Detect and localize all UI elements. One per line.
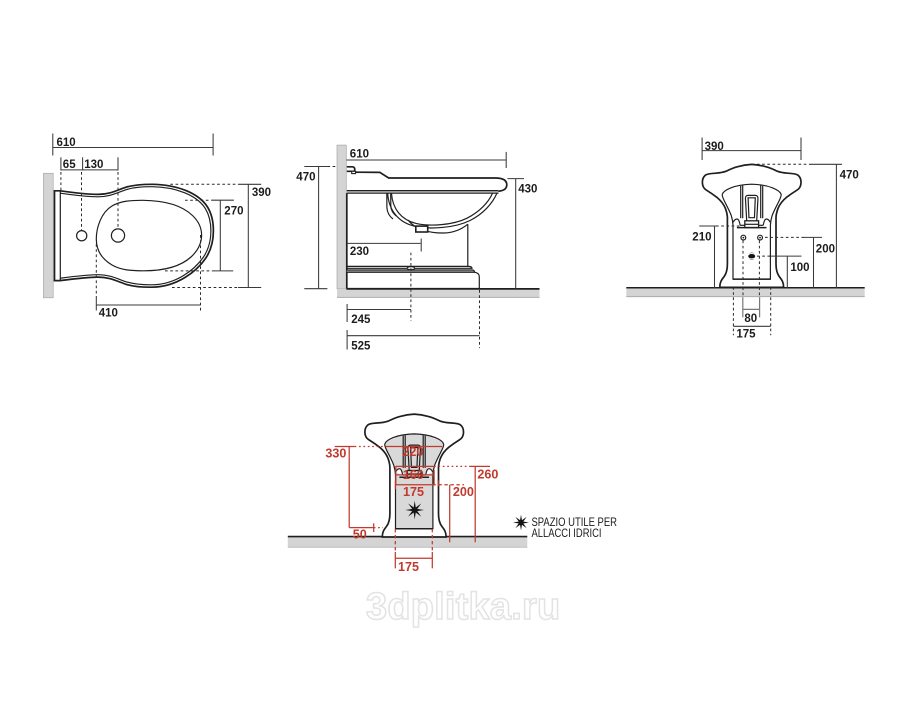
svg-text:230: 230 <box>350 246 369 258</box>
svg-text:470: 470 <box>840 170 859 182</box>
svg-text:220: 220 <box>402 445 423 459</box>
svg-text:610: 610 <box>350 148 369 160</box>
svg-text:270: 270 <box>224 205 243 217</box>
svg-text:330: 330 <box>325 447 346 461</box>
svg-text:160: 160 <box>403 468 424 482</box>
svg-text:200: 200 <box>453 485 474 499</box>
svg-text:470: 470 <box>296 171 315 183</box>
svg-text:ALLACCI IDRICI: ALLACCI IDRICI <box>532 526 602 540</box>
svg-text:65: 65 <box>63 159 76 171</box>
svg-text:SPAZIO UTILE PER: SPAZIO UTILE PER <box>532 515 618 529</box>
svg-text:260: 260 <box>477 468 498 482</box>
svg-text:80: 80 <box>744 313 757 325</box>
svg-text:525: 525 <box>351 341 371 353</box>
svg-text:50: 50 <box>353 527 367 541</box>
svg-text:175: 175 <box>403 485 424 499</box>
svg-text:130: 130 <box>84 159 103 171</box>
svg-text:390: 390 <box>252 187 271 199</box>
svg-text:430: 430 <box>518 183 537 195</box>
svg-text:100: 100 <box>790 262 809 274</box>
svg-text:3dplitka.ru: 3dplitka.ru <box>366 586 560 628</box>
svg-text:610: 610 <box>57 137 76 149</box>
svg-text:390: 390 <box>705 141 724 153</box>
svg-text:175: 175 <box>398 560 419 574</box>
svg-text:210: 210 <box>692 232 711 244</box>
svg-text:175: 175 <box>736 329 756 341</box>
svg-text:410: 410 <box>99 308 118 320</box>
svg-text:200: 200 <box>816 243 835 255</box>
svg-text:245: 245 <box>351 314 371 326</box>
